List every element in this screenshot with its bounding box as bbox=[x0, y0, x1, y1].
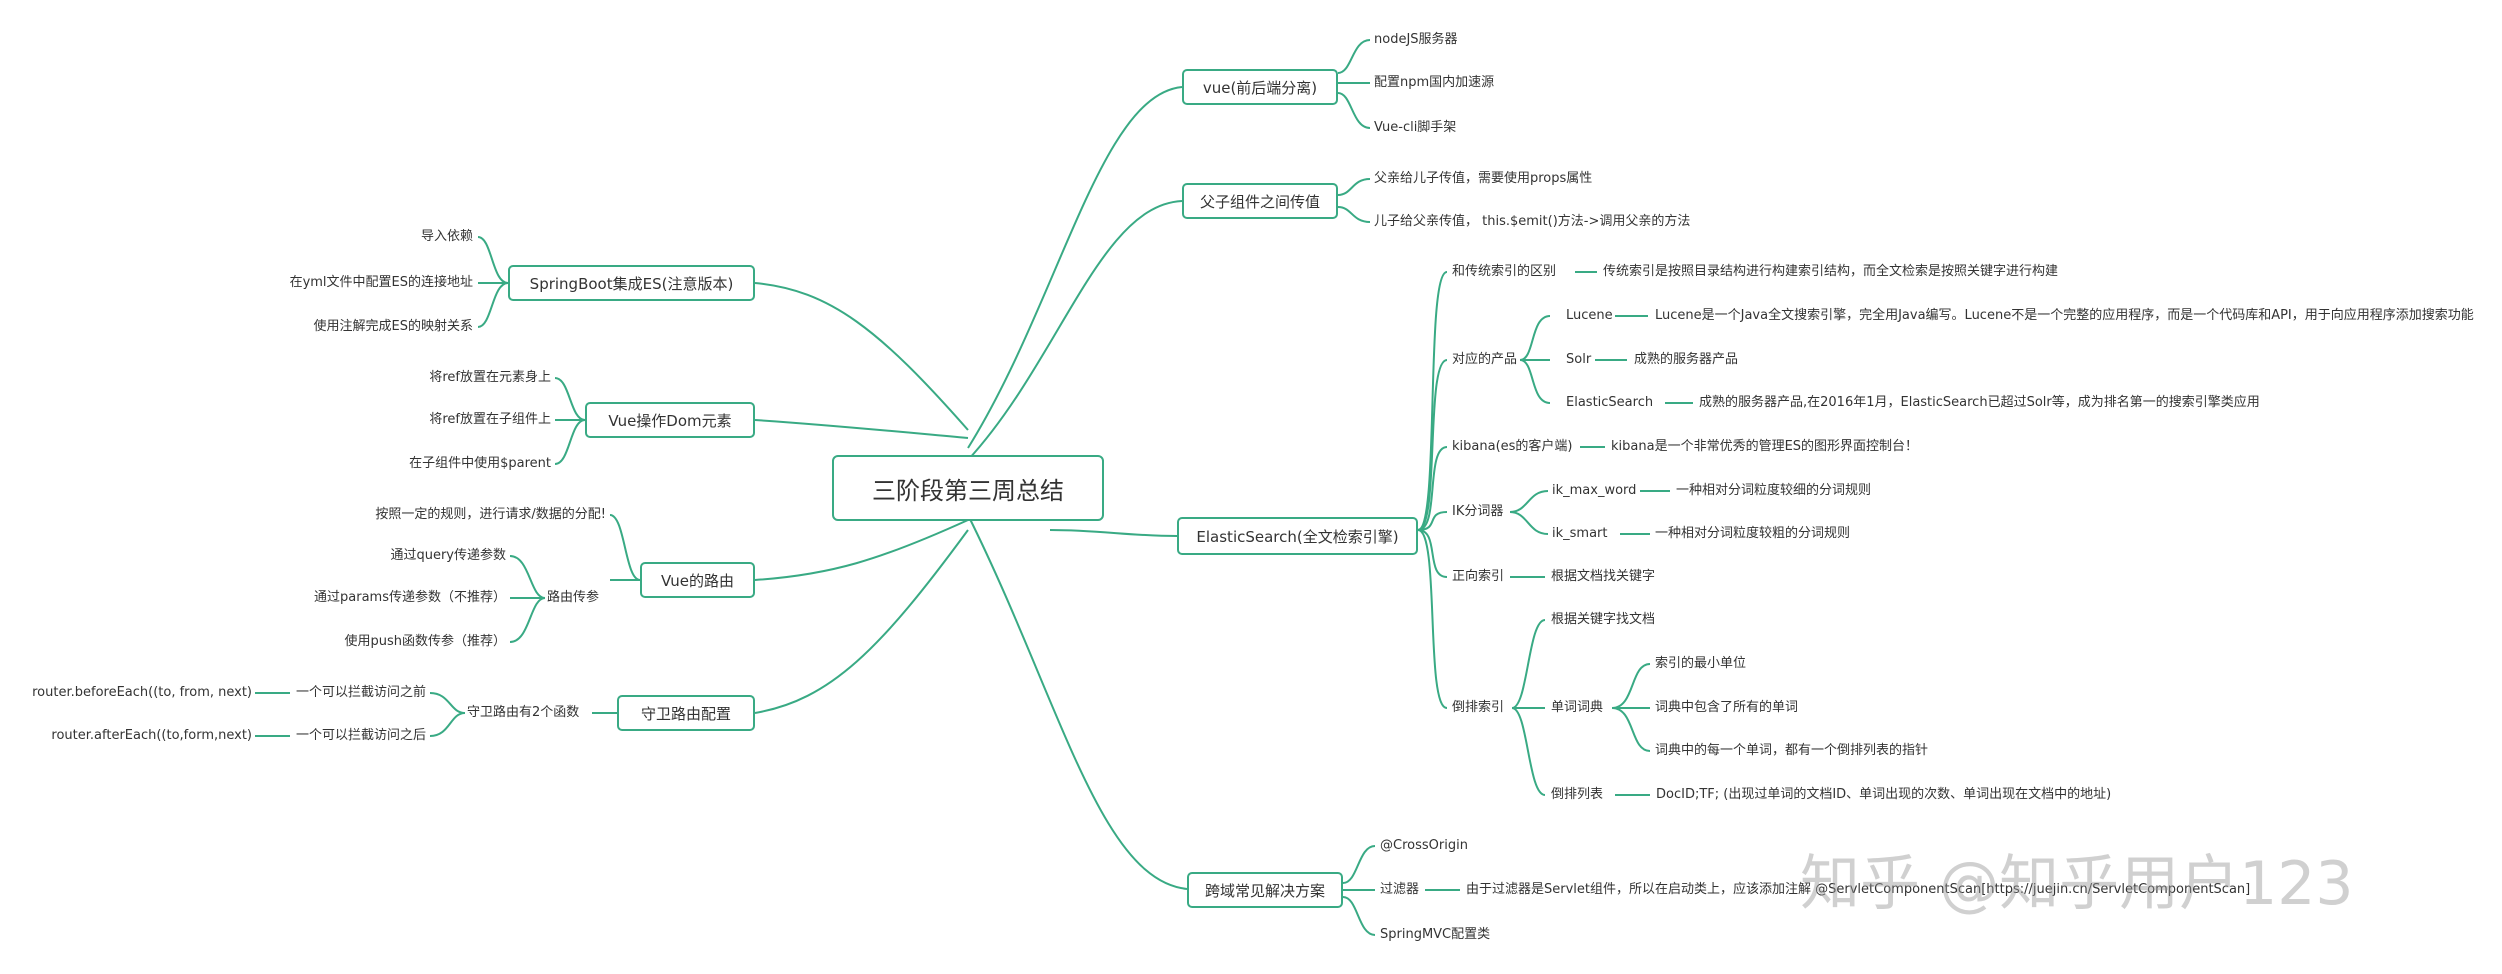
es-inverted-label: 倒排索引 bbox=[1452, 700, 1505, 715]
inverted-list-text: DocID;TF; (出现过单词的文档ID、单词出现的次数、单词出现在文档中的地… bbox=[1656, 787, 2112, 802]
es-kibana-label: kibana(es的客户端) bbox=[1452, 439, 1573, 454]
router-param-item: 通过query传递参数 bbox=[390, 548, 506, 563]
parent-child-item: 儿子给父亲传值， this.$emit()方法->调用父亲的方法 bbox=[1374, 214, 1691, 229]
cors-item: 过滤器 bbox=[1380, 882, 1420, 897]
es-forward-text: 根据文档找关键字 bbox=[1551, 569, 1656, 584]
es-products-label: 对应的产品 bbox=[1452, 352, 1518, 367]
product-lucene-text: Lucene是一个Java全文搜索引擎，完全用Java编写。Lucene不是一个… bbox=[1655, 308, 2474, 323]
topic-springboot-es[interactable]: SpringBoot集成ES(注意版本) bbox=[508, 265, 755, 301]
topic-route-guard[interactable]: 守卫路由配置 bbox=[617, 695, 755, 731]
router-param-item: 使用push函数传参（推荐） bbox=[344, 634, 506, 649]
dom-item: 将ref放置在元素身上 bbox=[429, 370, 551, 385]
es-kibana-text: kibana是一个非常优秀的管理ES的图形界面控制台！ bbox=[1611, 439, 1919, 454]
guard-fn: router.beforeEach((to, from, next) bbox=[32, 685, 252, 700]
dom-item: 将ref放置在子组件上 bbox=[429, 412, 551, 427]
guard-two-functions: 守卫路由有2个函数 bbox=[467, 705, 580, 720]
product-es-text: 成熟的服务器产品,在2016年1月，ElasticSearch已超过Solr等，… bbox=[1699, 395, 2260, 410]
guard-desc: 一个可以拦截访问之后 bbox=[295, 728, 426, 743]
router-rule: 按照一定的规则，进行请求/数据的分配! bbox=[375, 507, 606, 522]
router-param-label: 路由传参 bbox=[547, 590, 600, 605]
es-forward-label: 正向索引 bbox=[1452, 569, 1505, 584]
ik-max-text: 一种相对分词粒度较细的分词规则 bbox=[1676, 483, 1872, 498]
dict-item: 索引的最小单位 bbox=[1655, 656, 1747, 671]
ik-smart-text: 一种相对分词粒度较粗的分词规则 bbox=[1655, 526, 1851, 541]
vue-item: Vue-cli脚手架 bbox=[1374, 120, 1457, 135]
root-topic[interactable]: 三阶段第三周总结 bbox=[832, 455, 1104, 521]
cors-filter-text: 由于过滤器是Servlet组件，所以在启动类上，应该添加注解 @ServletC… bbox=[1466, 882, 2251, 897]
guard-fn: router.afterEach((to,form,next) bbox=[51, 728, 252, 743]
springboot-item: 导入依赖 bbox=[420, 229, 473, 244]
topic-vue-dom[interactable]: Vue操作Dom元素 bbox=[585, 402, 755, 438]
es-diff-text: 传统索引是按照目录结构进行构建索引结构，而全文检索是按照关键字进行构建 bbox=[1603, 264, 2059, 279]
cors-item: @CrossOrigin bbox=[1380, 838, 1468, 853]
springboot-item: 在yml文件中配置ES的连接地址 bbox=[289, 275, 473, 290]
es-diff-label: 和传统索引的区别 bbox=[1452, 264, 1557, 279]
inverted-find: 根据关键字找文档 bbox=[1551, 612, 1656, 627]
product-solr-text: 成熟的服务器产品 bbox=[1634, 352, 1739, 367]
topic-cors[interactable]: 跨域常见解决方案 bbox=[1187, 872, 1343, 908]
dict-item: 词典中包含了所有的单词 bbox=[1655, 700, 1799, 715]
vue-item: nodeJS服务器 bbox=[1374, 32, 1458, 47]
inverted-list-label: 倒排列表 bbox=[1551, 787, 1604, 802]
ik-max-label: ik_max_word bbox=[1552, 483, 1637, 498]
topic-vue-router[interactable]: Vue的路由 bbox=[640, 562, 755, 598]
parent-child-item: 父亲给儿子传值，需要使用props属性 bbox=[1374, 171, 1593, 186]
es-ik-label: IK分词器 bbox=[1452, 504, 1504, 519]
router-param-item: 通过params传递参数（不推荐） bbox=[314, 590, 506, 605]
product-lucene: Lucene bbox=[1566, 308, 1613, 323]
inverted-dict-label: 单词词典 bbox=[1551, 700, 1604, 715]
watermark: 知乎 @知乎用户123 bbox=[1800, 849, 2354, 919]
springboot-item: 使用注解完成ES的映射关系 bbox=[313, 319, 473, 334]
topic-elasticsearch[interactable]: ElasticSearch(全文检索引擎) bbox=[1177, 517, 1418, 555]
ik-smart-label: ik_smart bbox=[1552, 526, 1608, 541]
guard-desc: 一个可以拦截访问之前 bbox=[295, 685, 426, 700]
dom-item: 在子组件中使用$parent bbox=[409, 456, 551, 471]
cors-item: SpringMVC配置类 bbox=[1380, 927, 1491, 942]
vue-item: 配置npm国内加速源 bbox=[1374, 75, 1495, 90]
product-solr: Solr bbox=[1566, 352, 1592, 367]
product-es: ElasticSearch bbox=[1566, 395, 1654, 410]
topic-vue[interactable]: vue(前后端分离) bbox=[1182, 69, 1338, 105]
topic-parent-child[interactable]: 父子组件之间传值 bbox=[1182, 183, 1338, 219]
dict-item: 词典中的每一个单词，都有一个倒排列表的指针 bbox=[1655, 743, 1929, 758]
